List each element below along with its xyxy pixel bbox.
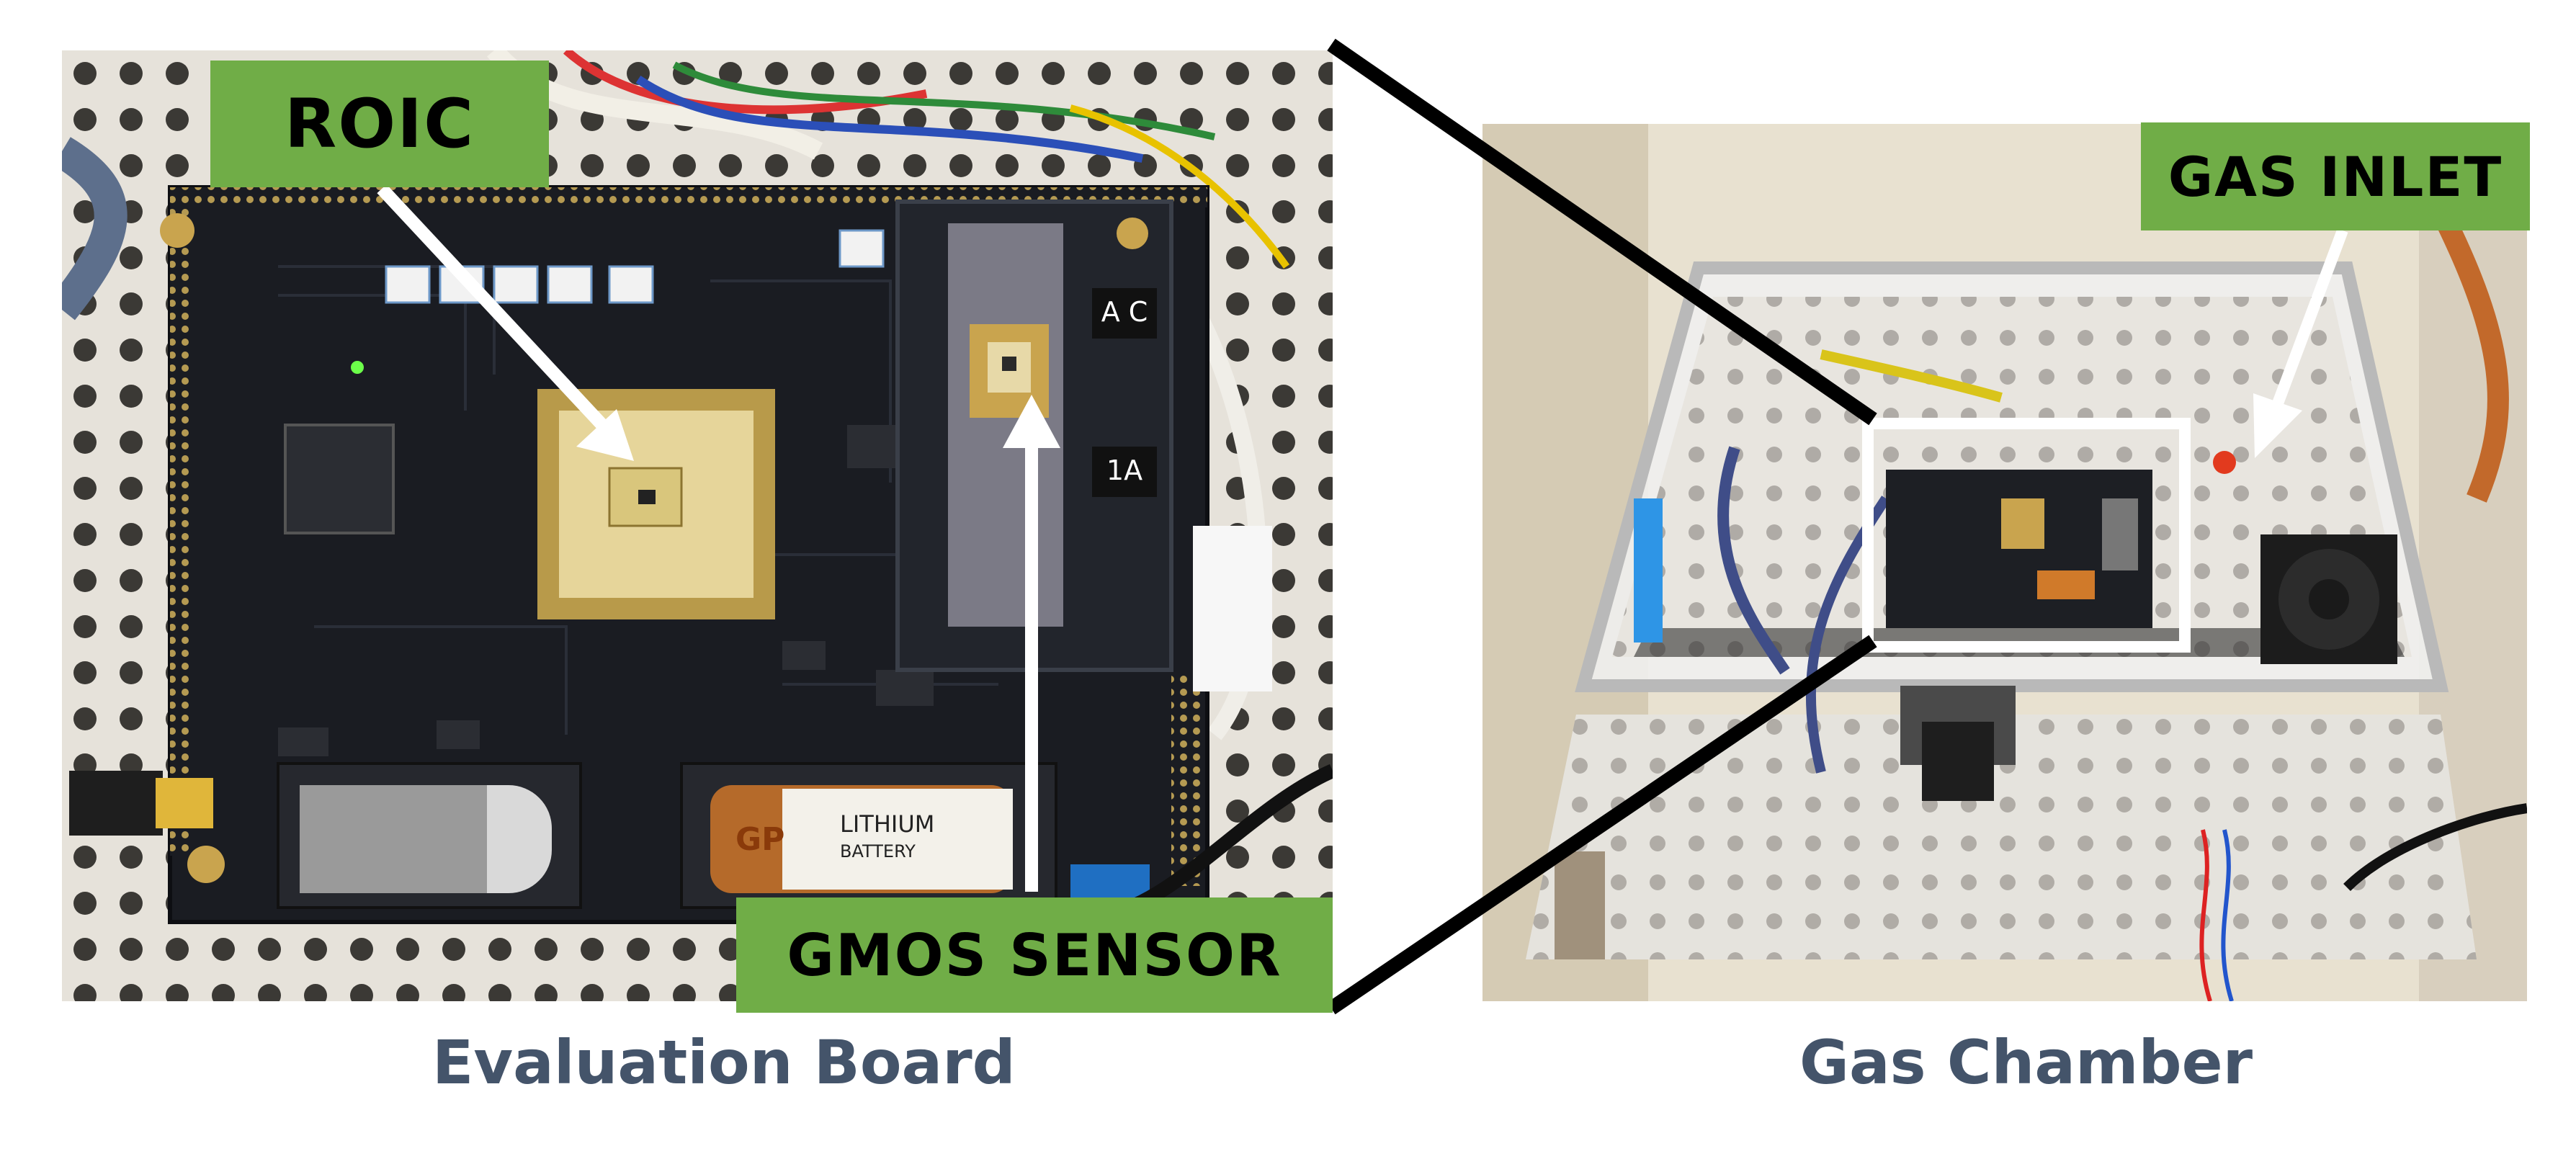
- battery-subtext: BATTERY: [840, 841, 916, 861]
- battery-brand-text: GP: [735, 821, 784, 858]
- roic-label: ROIC: [210, 61, 549, 187]
- jumper-label-a: A C: [1101, 296, 1148, 328]
- jumper-label-b: 1A: [1106, 455, 1142, 486]
- gas-chamber-caption: Gas Chamber: [1799, 1027, 2253, 1098]
- gas-inlet-label: GAS INLET: [2141, 122, 2530, 230]
- battery-lithium-text: LITHIUM: [840, 810, 934, 838]
- evaluation-board-caption: Evaluation Board: [432, 1027, 1016, 1098]
- gmos-sensor-label: GMOS SENSOR: [736, 897, 1333, 1013]
- gas-chamber-photo: [1482, 124, 2527, 1001]
- evaluation-board-photo: A C 1A GP LITHIUM BATTERY: [62, 50, 1333, 1001]
